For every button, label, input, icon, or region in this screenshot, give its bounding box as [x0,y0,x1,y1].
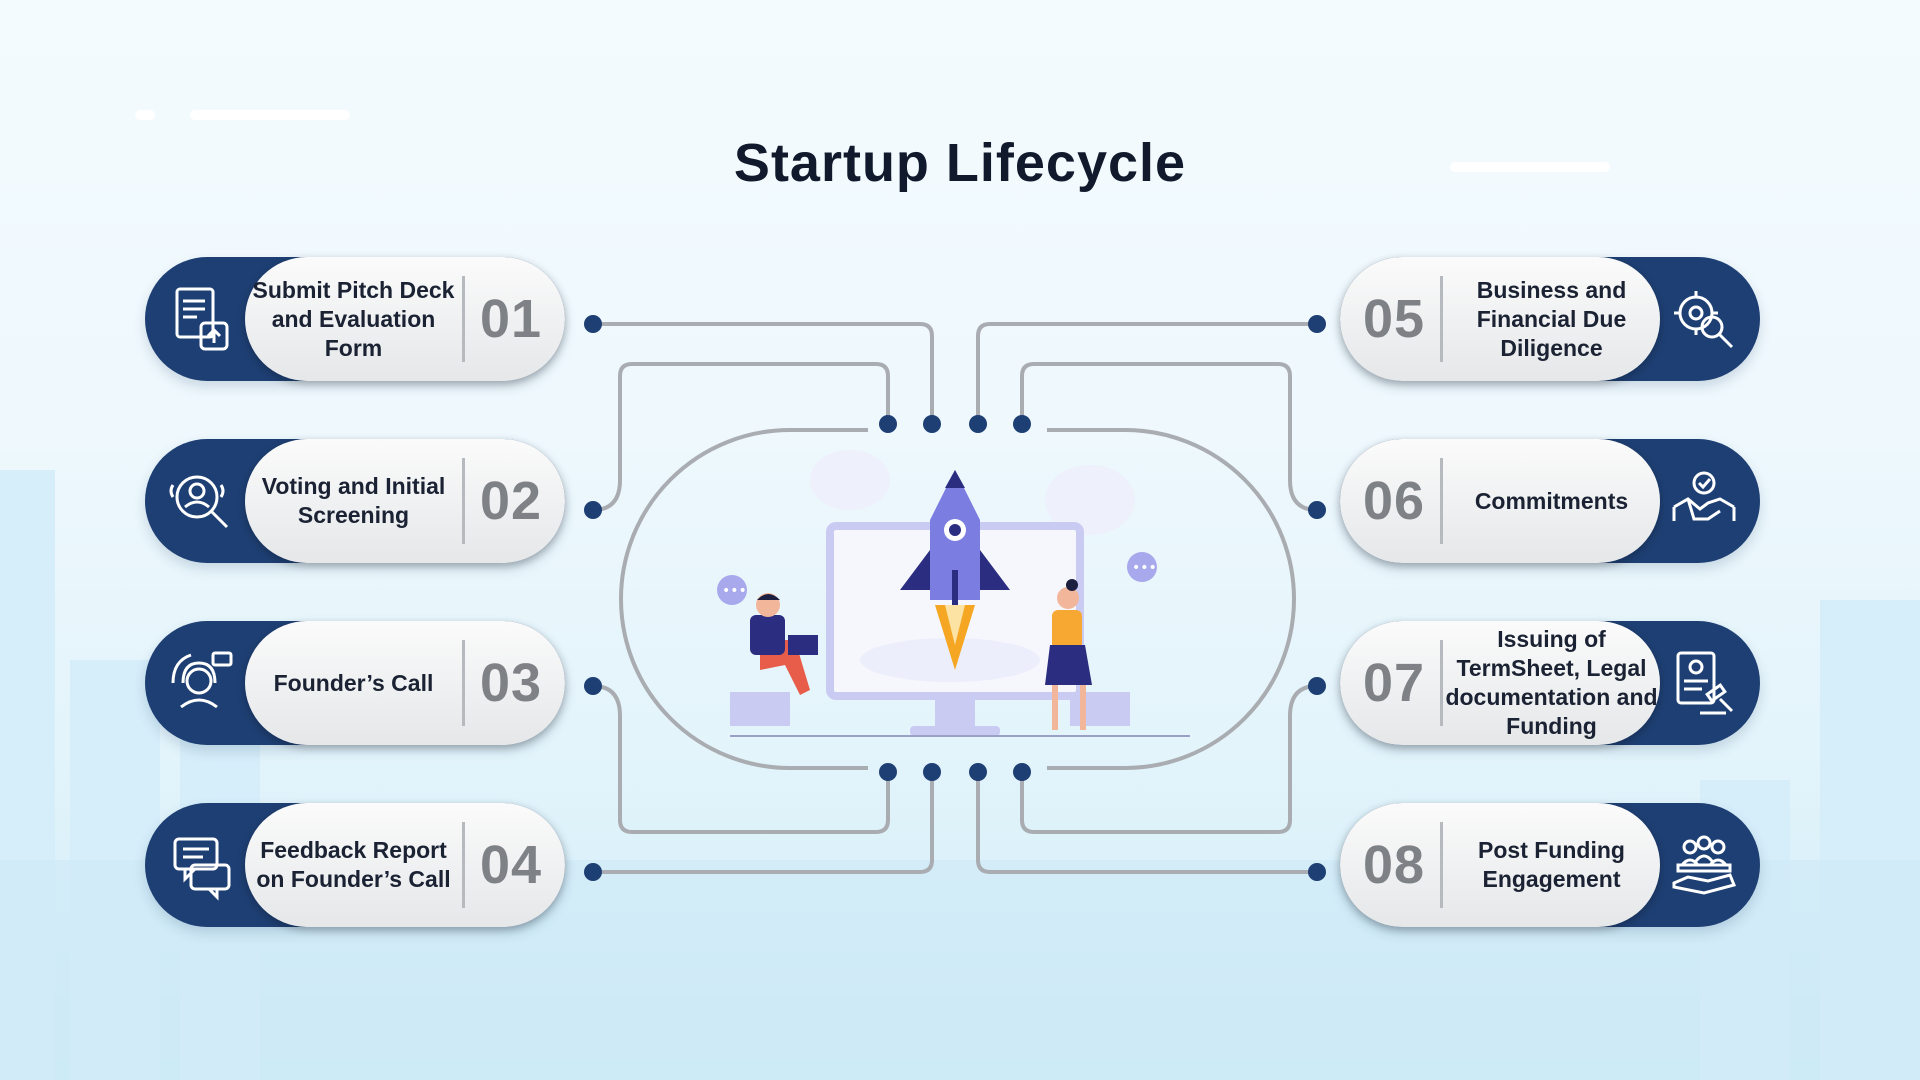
user-search-icon [161,461,241,541]
step-08-label: Post Funding Engagement [1478,837,1625,892]
chat-bubbles-icon [161,825,241,905]
step-07-label: Issuing of TermSheet, Legal documentatio… [1445,626,1658,739]
document-upload-icon [161,279,241,359]
team-support-icon [1664,825,1744,905]
step-07-card[interactable]: 07 Issuing of TermSheet, Legal documenta… [1340,621,1760,745]
divider [1440,822,1443,908]
step-06-label: Commitments [1474,487,1629,514]
step-08-number: 08 [1362,835,1426,895]
step-04-card[interactable]: Feedback Report on Founder’s Call 04 [145,803,565,927]
page-title: Startup Lifecycle [733,133,1187,193]
step-02-label: Voting and Initial Screening [261,473,446,528]
step-07-number: 07 [1362,653,1426,713]
step-02-card[interactable]: Voting and Initial Screening 02 [145,439,565,563]
divider [462,822,465,908]
step-01-number: 01 [479,289,543,349]
gear-search-icon [1664,279,1744,359]
step-01-label: Submit Pitch Deck and Evaluation Form [252,276,455,361]
step-01-card[interactable]: Submit Pitch Deck and Evaluation Form 01 [145,257,565,381]
step-02-number: 02 [479,471,543,531]
svg-text:•••: ••• [722,583,747,599]
startup-rocket-illustration: ••• ••• [717,450,1190,737]
divider [462,458,465,544]
step-04-number: 04 [479,835,543,895]
step-06-card[interactable]: 06 Commitments [1340,439,1760,563]
step-05-card[interactable]: 05 Business and Financial Due Diligence [1340,257,1760,381]
step-04-label: Feedback Report on Founder’s Call [256,837,451,892]
step-05-label: Business and Financial Due Diligence [1476,276,1627,361]
step-05-number: 05 [1362,289,1426,349]
divider [1440,276,1443,362]
handshake-icon [1664,461,1744,541]
divider [1440,458,1443,544]
divider [462,640,465,726]
divider [1440,640,1443,726]
legal-document-gavel-icon [1664,643,1744,723]
step-03-label: Founder’s Call [273,669,434,696]
step-03-card[interactable]: Founder’s Call 03 [145,621,565,745]
step-03-number: 03 [479,653,543,713]
svg-text:•••: ••• [1132,560,1157,576]
headset-call-icon [161,643,241,723]
step-06-number: 06 [1362,471,1426,531]
divider [462,276,465,362]
step-08-card[interactable]: 08 Post Funding Engagement [1340,803,1760,927]
